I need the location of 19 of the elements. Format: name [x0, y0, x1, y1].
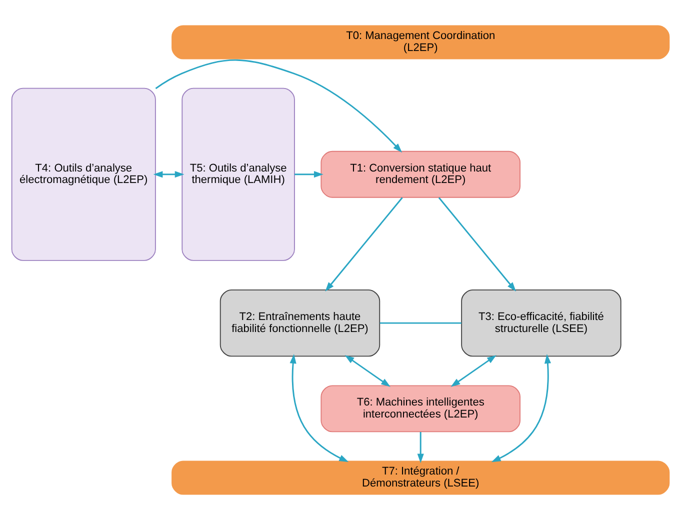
arrow	[344, 355, 390, 387]
connector	[380, 322, 462, 324]
node-box: T4: Outils d’analyse électromagnétique (L2EP)	[11, 88, 156, 261]
arrow	[325, 197, 403, 292]
arrow	[417, 432, 424, 464]
arrow	[153, 171, 184, 178]
arrow	[450, 355, 496, 387]
arrow	[294, 171, 324, 178]
node-box: T3: Eco-efficacité, fiabilité structurelle (LSEE)	[461, 289, 622, 357]
arrow	[438, 197, 516, 292]
node-box: T5: Outils d’analyse thermique (LAMIH)	[182, 88, 295, 261]
arrow	[491, 354, 552, 462]
node-box: T7: Intégration / Démonstrateurs (LSEE)	[172, 460, 670, 495]
node-box: T6: Machines intelligentes interconnectées (L2EP)	[320, 385, 520, 432]
node-box: T1: Conversion statique haut rendement (L2EP)	[320, 150, 520, 198]
arrow	[155, 59, 402, 153]
node-box: T0: Management Coordination (L2EP)	[172, 25, 670, 60]
arrow	[290, 354, 349, 462]
node-box: T2: Entraînements haute fiabilité fonctionnelle (L2EP)	[220, 289, 380, 357]
